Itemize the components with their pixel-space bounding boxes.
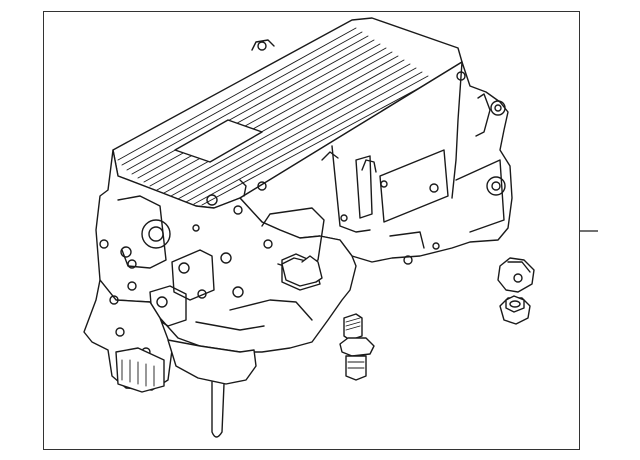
electrical-connector <box>115 347 165 393</box>
connector-stud <box>339 313 375 381</box>
wire-lead <box>211 381 225 438</box>
inverter-assembly <box>83 17 513 438</box>
flange-nut <box>499 295 531 325</box>
cable-connector <box>281 255 323 287</box>
cooling-fins <box>117 27 435 206</box>
bracket <box>497 257 535 293</box>
label-plate <box>174 119 263 163</box>
